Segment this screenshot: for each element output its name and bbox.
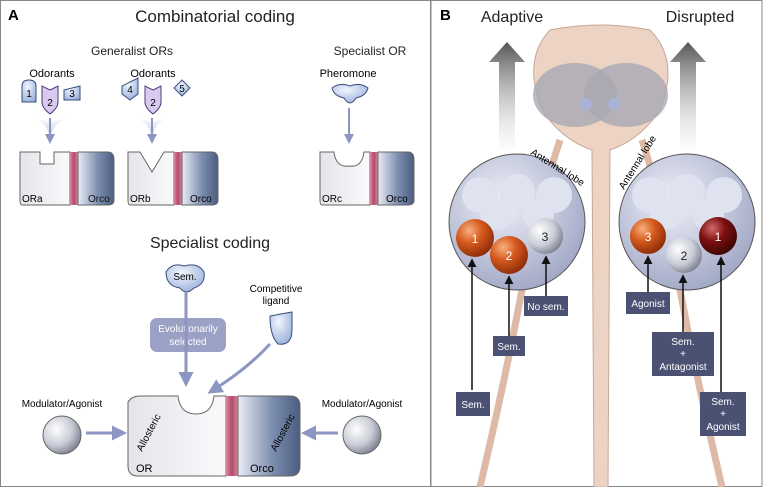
- svg-text:No sem.: No sem.: [527, 302, 564, 313]
- odorant-2-a: 2: [41, 85, 59, 115]
- svg-text:ORb: ORb: [130, 194, 151, 205]
- disrupted-title: Disrupted: [666, 9, 734, 26]
- svg-text:3: 3: [69, 89, 75, 100]
- svg-text:1: 1: [472, 232, 479, 246]
- odorant-2-b: 2: [144, 85, 162, 115]
- svg-text:+: +: [680, 349, 686, 360]
- svg-text:Orco: Orco: [190, 194, 212, 205]
- modulator-right-label: Modulator/Agonist: [322, 399, 403, 410]
- label-sem-agonist: Sem. + Agonist: [700, 392, 746, 436]
- glomerulus-left-2: 2: [490, 236, 528, 274]
- svg-text:3: 3: [542, 230, 549, 244]
- disrupted-up-arrow: [670, 42, 706, 150]
- sem-molecule: Sem.: [165, 264, 205, 293]
- competitive-ligand-2: ligand: [263, 296, 290, 307]
- combinatorial-title: Combinatorial coding: [135, 7, 295, 26]
- generalist-label: Generalist ORs: [91, 44, 173, 58]
- svg-text:2: 2: [150, 98, 156, 109]
- evolutionarily-selected-line2: selected: [169, 337, 206, 348]
- modulator-left-sphere: [42, 415, 82, 455]
- pheromone-label: Pheromone: [320, 68, 377, 80]
- competitive-ligand-1: Competitive: [250, 284, 303, 295]
- or-label: OR: [136, 463, 153, 475]
- svg-text:2: 2: [506, 249, 513, 263]
- svg-text:ORc: ORc: [322, 194, 342, 205]
- svg-text:+: +: [720, 409, 726, 420]
- panel-b-letter: B: [440, 7, 451, 24]
- svg-text:Orco: Orco: [88, 194, 110, 205]
- label-sem-low: Sem.: [456, 392, 490, 416]
- svg-text:2: 2: [47, 98, 53, 109]
- glomerulus-left-1: 1: [456, 219, 494, 257]
- svg-text:Sem.: Sem.: [461, 400, 484, 411]
- glomerulus-left-3: 3: [527, 218, 563, 254]
- specialist-receptor: OR Orco Allosteric Allosteric: [127, 395, 301, 477]
- svg-text:Agonist: Agonist: [706, 422, 740, 433]
- svg-text:4: 4: [127, 85, 133, 96]
- evolutionarily-selected-line1: Evolutionarily: [158, 324, 217, 335]
- orco-label: Orco: [250, 463, 274, 475]
- svg-text:Antagonist: Antagonist: [659, 362, 706, 373]
- svg-text:Agonist: Agonist: [631, 299, 665, 310]
- svg-text:3: 3: [645, 230, 652, 244]
- label-sem-mid: Sem.: [493, 336, 525, 356]
- svg-text:1: 1: [715, 230, 722, 244]
- specialist-coding-title: Specialist coding: [150, 235, 270, 252]
- glomerulus-right-1: 1: [699, 217, 737, 255]
- svg-text:2: 2: [681, 249, 688, 263]
- odorants-label-b: Odorants: [130, 68, 176, 80]
- odorant-1: 1: [21, 79, 37, 103]
- svg-text:ORa: ORa: [22, 194, 43, 205]
- odorant-3: 3: [63, 85, 81, 101]
- pheromone-molecule: [331, 83, 369, 104]
- receptor-orc: ORc Orco: [319, 151, 415, 206]
- panel-a-letter: A: [8, 7, 19, 24]
- evolutionarily-selected-box: [150, 318, 226, 352]
- adaptive-up-arrow: [489, 42, 525, 150]
- receptor-ora: ORa Orco: [19, 151, 115, 206]
- ligand-arrow: [207, 342, 272, 394]
- modulator-right-sphere: [342, 415, 382, 455]
- glomerulus-right-2: 2: [666, 237, 702, 273]
- glomerulus-right-3: 3: [630, 218, 666, 254]
- label-no-sem: No sem.: [524, 296, 568, 316]
- svg-text:Orco: Orco: [386, 194, 408, 205]
- odorants-label-a: Odorants: [29, 68, 75, 80]
- odorant-5: 5: [173, 79, 191, 97]
- adaptive-title: Adaptive: [481, 9, 543, 26]
- svg-text:1: 1: [26, 89, 32, 100]
- svg-text:5: 5: [179, 84, 185, 95]
- antennal-lobe-right: [618, 153, 756, 291]
- antennal-lobe-left: [448, 153, 586, 291]
- svg-text:Sem.: Sem.: [497, 342, 520, 353]
- competitive-ligand-molecule: [269, 311, 293, 345]
- specialist-or-label: Specialist OR: [334, 44, 407, 58]
- odorant-4: 4: [121, 77, 139, 101]
- modulator-left-label: Modulator/Agonist: [22, 399, 103, 410]
- svg-text:Sem.: Sem.: [173, 272, 196, 283]
- receptor-orb: ORb Orco: [127, 151, 219, 206]
- svg-text:Sem.: Sem.: [711, 397, 734, 408]
- label-agonist: Agonist: [626, 292, 670, 314]
- svg-text:Sem.: Sem.: [671, 337, 694, 348]
- label-sem-antagonist: Sem. + Antagonist: [652, 332, 714, 376]
